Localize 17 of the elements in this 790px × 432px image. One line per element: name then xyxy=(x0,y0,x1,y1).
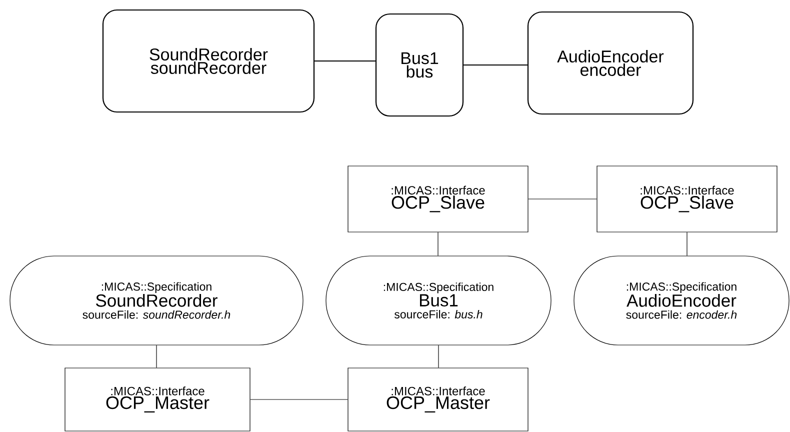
component-box: AudioEncoder encoder xyxy=(527,11,694,115)
specification-box: :MICAS::Specification Bus1 sourceFile: bus.h xyxy=(326,256,552,346)
connector-line xyxy=(250,399,348,400)
interface-box: :MICAS::Interface OCP_Slave xyxy=(596,166,778,232)
connector-line xyxy=(464,64,528,66)
connector-line xyxy=(528,198,597,200)
specification-box: :MICAS::Specification SoundRecorder sourceFile: soundRecorder.h xyxy=(10,256,304,346)
component-box: Bus1 bus xyxy=(375,13,464,117)
component-box: SoundRecorder soundRecorder xyxy=(102,9,315,113)
connector-line xyxy=(156,345,157,368)
interface-box: :MICAS::Interface OCP_Slave xyxy=(348,166,528,232)
connector-line xyxy=(438,345,439,368)
specification-box: :MICAS::Specification AudioEncoder sourceFile: encoder.h xyxy=(574,256,790,346)
connector-line xyxy=(314,60,376,62)
interface-box: :MICAS::Interface OCP_Master xyxy=(64,368,250,432)
connector-line xyxy=(686,232,688,256)
interface-box: :MICAS::Interface OCP_Master xyxy=(348,368,528,432)
